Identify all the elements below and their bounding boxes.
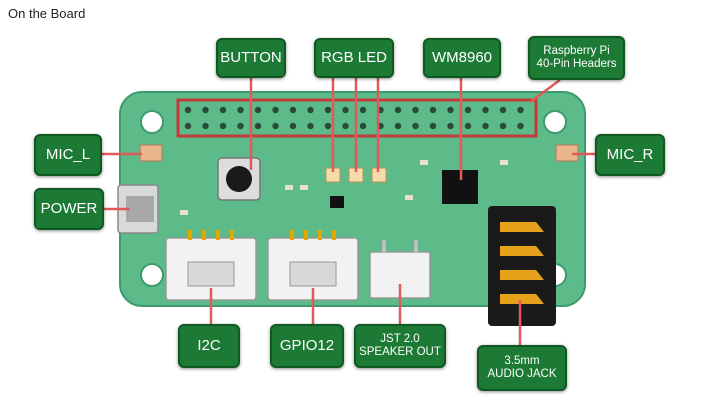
header-pin	[359, 122, 367, 130]
header-pin	[447, 122, 454, 130]
header-pin	[447, 106, 454, 114]
header-pin	[482, 106, 489, 114]
header-pin	[289, 106, 297, 114]
header-pin	[289, 122, 297, 130]
gpio12-label: GPIO12	[279, 337, 335, 355]
i2c-callout: I2C	[178, 324, 240, 368]
audio-jack-label-line1: 3.5mm	[504, 354, 540, 367]
header-pin	[324, 122, 332, 130]
jst-label-line1: JST 2.0	[380, 332, 420, 345]
header-pin	[517, 122, 524, 130]
header-pin	[429, 122, 437, 130]
header-pin	[254, 106, 262, 114]
header-pin	[202, 122, 209, 130]
header-pin	[219, 122, 227, 130]
mic-r-callout: MIC_R	[595, 134, 665, 176]
header-pin	[482, 122, 489, 130]
header-pins	[184, 106, 524, 130]
header-pin	[429, 106, 437, 114]
mic-l-label: MIC_L	[45, 146, 91, 164]
header-pin	[464, 122, 472, 130]
header-pin	[499, 106, 507, 114]
wm8960-label: WM8960	[431, 49, 493, 67]
header-pin	[324, 106, 332, 114]
audio-jack-callout: 3.5mm AUDIO JACK	[477, 345, 567, 391]
wm8960-callout: WM8960	[423, 38, 501, 78]
header-pin	[237, 106, 244, 114]
header-pin	[184, 122, 192, 130]
audio-jack-label-line2: AUDIO JACK	[487, 368, 557, 380]
mic-r-label: MIC_R	[606, 146, 654, 164]
mic-l-callout: MIC_L	[34, 134, 102, 176]
header-pin	[254, 122, 262, 130]
mount-hole	[140, 263, 164, 287]
header-pin	[307, 106, 314, 114]
header-pin	[272, 122, 279, 130]
header-pin	[517, 106, 524, 114]
header-pin	[184, 106, 192, 114]
button-callout: BUTTON	[216, 38, 286, 78]
i2c-label: I2C	[197, 337, 221, 355]
mount-hole	[543, 110, 567, 134]
power-label: POWER	[40, 200, 98, 218]
leader-lines	[101, 78, 595, 345]
rpi-headers-callout: Raspberry Pi 40-Pin Headers	[528, 36, 625, 80]
jst-label-line2: SPEAKER OUT	[359, 346, 441, 358]
rpi-headers-label-line1: Raspberry Pi	[543, 44, 610, 57]
rgb-led-callout: RGB LED	[314, 38, 394, 78]
header-pin	[412, 122, 419, 130]
header-pin	[342, 122, 349, 130]
button-label: BUTTON	[220, 49, 282, 67]
header-pin	[412, 106, 419, 114]
page-title: On the Board	[8, 6, 86, 21]
header-pin	[394, 106, 402, 114]
header-pin	[342, 106, 349, 114]
mic-l-pad	[139, 144, 163, 162]
gpio12-callout: GPIO12	[270, 324, 344, 368]
mount-hole	[140, 110, 164, 134]
power-callout: POWER	[34, 188, 104, 230]
header-pin	[359, 106, 367, 114]
rpi-headers-label-line2: 40-Pin Headers	[536, 58, 617, 70]
header-pin	[464, 106, 472, 114]
header-pin	[499, 122, 507, 130]
header-pin	[202, 106, 209, 114]
header-pin	[219, 106, 227, 114]
header-pin	[237, 122, 244, 130]
header-pin	[272, 106, 279, 114]
header-pin	[394, 122, 402, 130]
header-pin	[307, 122, 314, 130]
rgb-led-label: RGB LED	[321, 49, 387, 67]
jst-callout: JST 2.0 SPEAKER OUT	[354, 324, 446, 368]
